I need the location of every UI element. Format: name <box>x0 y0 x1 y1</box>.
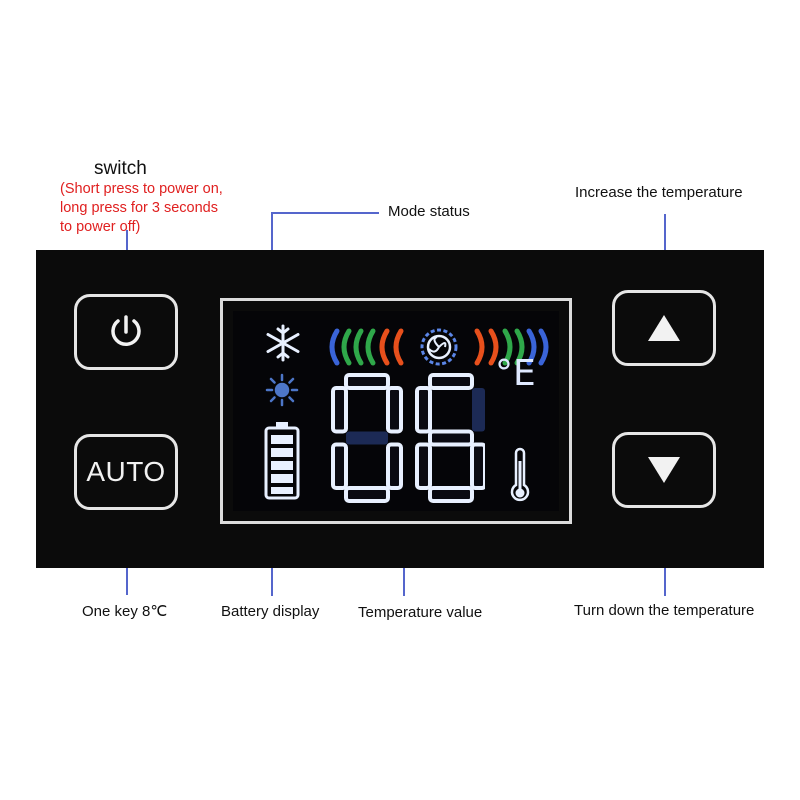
increase-temperature-button[interactable] <box>612 290 716 366</box>
digit-1-segment-d <box>344 486 390 503</box>
digit-1-segment-a <box>344 373 390 390</box>
snowflake-icon <box>266 324 300 362</box>
lcd-display: 06 °E <box>220 298 572 524</box>
sun-icon <box>265 373 299 407</box>
power-icon <box>111 315 141 346</box>
digit-2-segment-d <box>428 486 474 503</box>
digit-2-segment-a <box>428 373 474 390</box>
seven-segment-digits <box>331 373 485 503</box>
triangle-down-icon <box>648 457 680 483</box>
digit-1-segment-g <box>346 431 388 445</box>
turn-down-temperature-label: Turn down the temperature <box>574 602 755 619</box>
mode-status-arcs <box>329 328 549 366</box>
triangle-up-icon <box>648 315 680 341</box>
increase-temperature-label: Increase the temperature <box>575 184 743 201</box>
temperature-readout: 06 <box>331 373 485 503</box>
mode-status-label: Mode status <box>388 203 470 220</box>
digit-2-segment-b <box>472 388 485 432</box>
digit-1-segment-b <box>386 386 403 434</box>
switch-note: (Short press to power on, long press for… <box>60 181 223 235</box>
digit-1-segment-e <box>331 442 348 490</box>
auto-button[interactable]: AUTO <box>74 434 178 510</box>
temperature-unit: °E <box>495 353 536 394</box>
battery-icon <box>264 422 300 500</box>
digit-2-segment-e <box>415 442 432 490</box>
auto-button-label: AUTO <box>86 456 166 487</box>
digit-2-segment-f <box>415 386 432 434</box>
power-button[interactable] <box>74 294 178 370</box>
temperature-value-label: Temperature value <box>358 604 483 621</box>
digit-1-segment-c <box>386 442 403 490</box>
digit-2-segment-c <box>470 442 485 490</box>
thermometer-icon <box>510 447 530 502</box>
one-key-label: One key 8℃ <box>82 603 168 620</box>
fan-icon <box>420 328 458 366</box>
lcd-screen: 06 °E <box>233 311 559 511</box>
switch-title: switch <box>94 158 147 179</box>
mode-leader-line-h <box>271 212 379 214</box>
digit-2-segment-g <box>428 429 474 447</box>
digit-1-segment-f <box>331 386 348 434</box>
decrease-temperature-button[interactable] <box>612 432 716 508</box>
battery-display-label: Battery display <box>221 603 320 620</box>
